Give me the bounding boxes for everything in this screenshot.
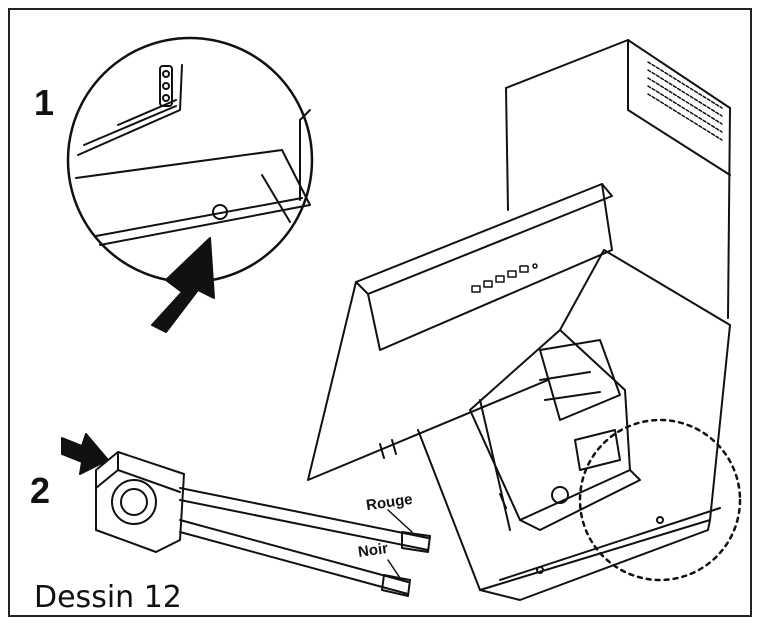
step-number-2: 2	[30, 470, 51, 511]
drawing-caption: Dessin 12	[34, 580, 182, 615]
step-number-1: 1	[34, 82, 55, 123]
switch-component	[95, 451, 431, 597]
screw-hole	[212, 204, 228, 220]
detail-circle-step-1	[66, 36, 314, 284]
arrow-step-1	[151, 237, 215, 333]
detail-highlight-circle	[578, 418, 742, 582]
range-hood	[307, 39, 731, 601]
arrow-step-2	[61, 433, 109, 475]
